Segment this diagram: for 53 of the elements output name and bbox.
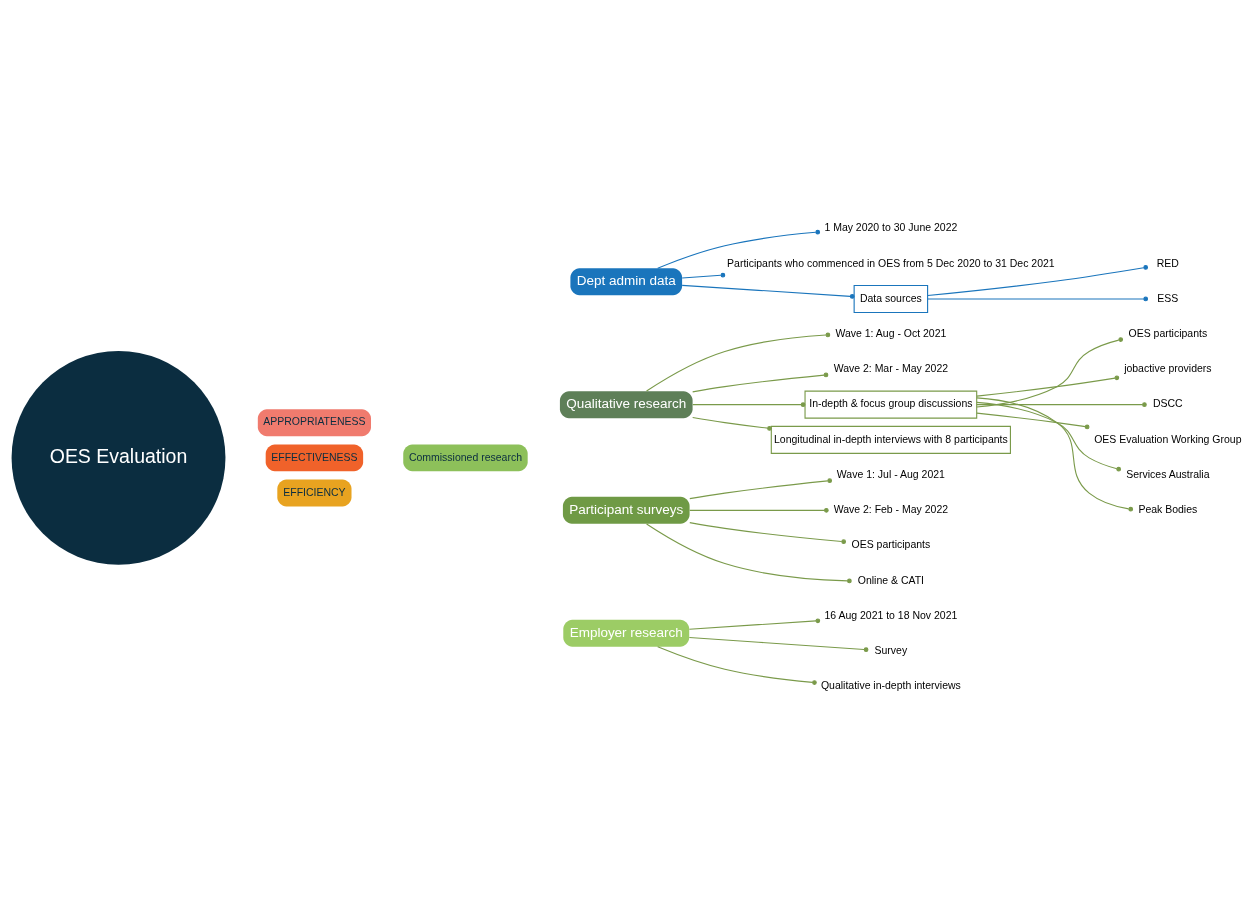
connector [657, 229, 821, 269]
node-text: OES participants [851, 539, 931, 551]
connector [689, 508, 829, 513]
connector [976, 397, 1134, 512]
node-box: Longitudinal in-depth interviews with 8 participants [770, 425, 1011, 454]
node-circle: OES Evaluation [11, 350, 226, 565]
node-text: Online & CATI [857, 574, 924, 586]
connector [976, 412, 1090, 430]
node-text: ESS [1157, 292, 1179, 304]
connector [688, 637, 869, 652]
node-text: jobactive providers [1124, 363, 1212, 375]
node-box: Data sources [853, 284, 929, 313]
connector [976, 375, 1120, 397]
node-box: EFFECTIVENESS [265, 444, 364, 472]
node-text: DSCC [1152, 398, 1183, 410]
connector [976, 401, 1122, 472]
node-box: Participant surveys [562, 496, 690, 524]
node-text: Services Australia [1126, 468, 1210, 480]
node-text: Wave 2: Feb - May 2022 [833, 504, 949, 516]
connector [646, 332, 831, 392]
node-text: Wave 1: Jul - Aug 2021 [836, 468, 945, 480]
node-box: Employer research [563, 619, 690, 647]
connector [927, 296, 1149, 302]
node-box: Qualitative research [559, 391, 693, 419]
node-text: Survey [874, 645, 908, 657]
node-box: In-depth & focus group discussions [804, 390, 978, 419]
node-box: APPROPRIATENESS [257, 409, 371, 437]
node-text: Wave 2: Mar - May 2022 [833, 363, 949, 375]
node-text: 1 May 2020 to 30 June 2022 [824, 222, 958, 234]
connector [689, 522, 846, 545]
node-text: OES Evaluation Working Group [1094, 433, 1242, 445]
connector [689, 478, 833, 500]
node-text: OES participants [1128, 327, 1208, 339]
connector [927, 265, 1148, 297]
connector [976, 402, 1147, 407]
node-text: Wave 1: Aug - Oct 2021 [835, 327, 947, 339]
connector [681, 284, 855, 299]
node-box: Dept admin data [570, 268, 683, 296]
connector [976, 337, 1124, 408]
connector [692, 416, 772, 431]
node-text: Qualitative in-depth interviews [820, 680, 961, 692]
connector [692, 402, 806, 407]
node-text: Peak Bodies [1138, 504, 1198, 516]
node-text: 16 Aug 2021 to 18 Nov 2021 [824, 609, 958, 621]
connector [657, 646, 817, 685]
connector [688, 618, 821, 630]
connector [646, 523, 852, 584]
node-text: RED [1156, 257, 1179, 269]
node-text: Participants who commenced in OES from 5 Dec 2020 to 31 Dec 2021 [727, 257, 1055, 269]
node-box: Commissioned research [403, 444, 528, 472]
connector [681, 272, 726, 279]
node-box: EFFICIENCY [277, 479, 352, 507]
connector [692, 372, 829, 393]
